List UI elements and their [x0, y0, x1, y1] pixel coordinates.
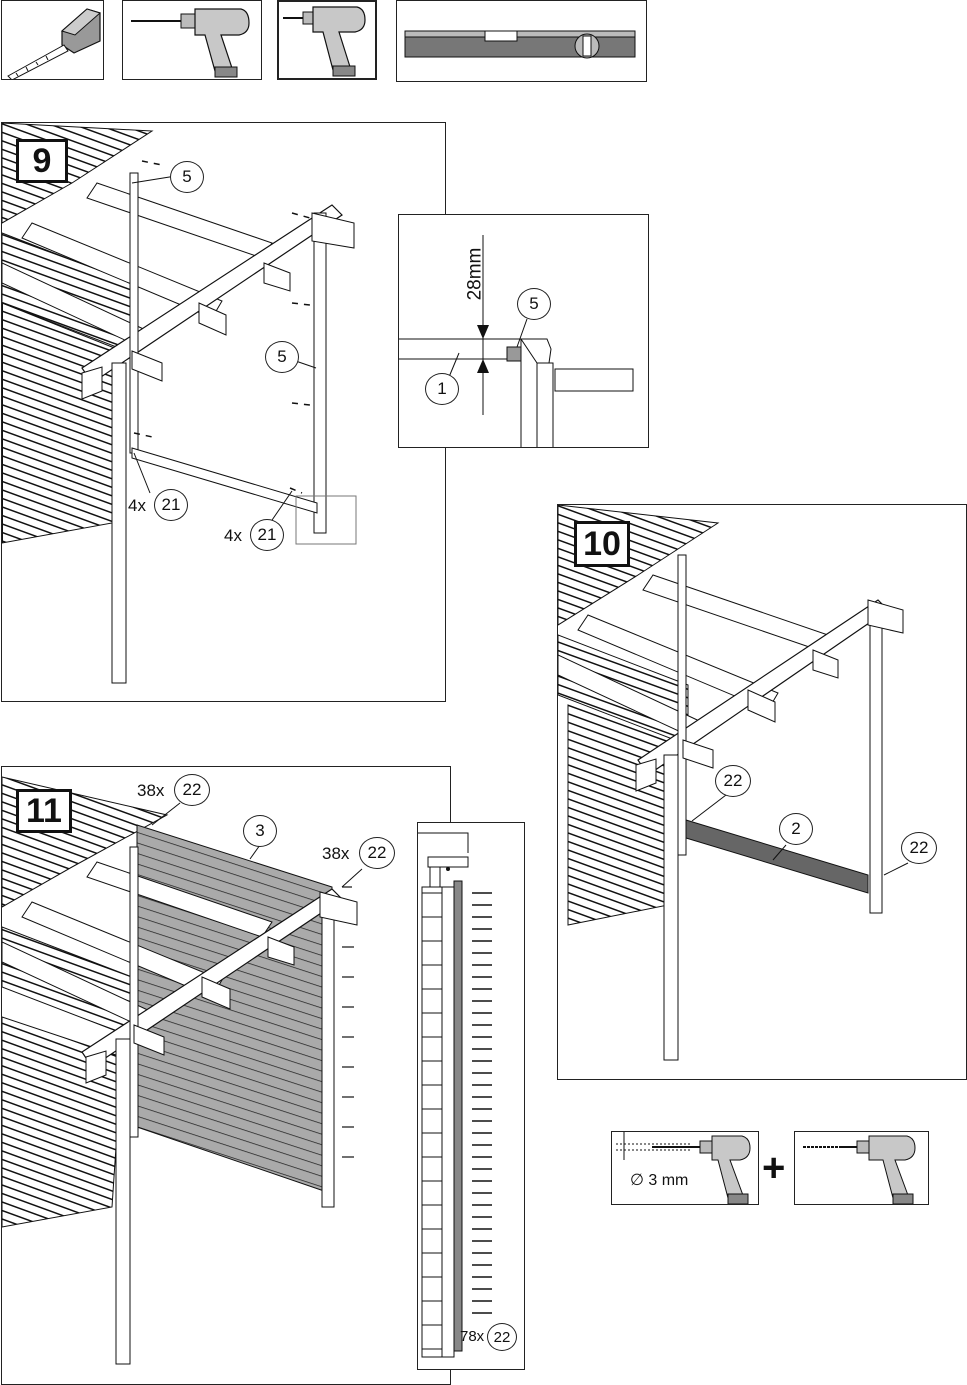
part-22-callout-left: 22 [715, 765, 751, 797]
detail-inset-drawing [399, 235, 634, 447]
pre-drill-hint: ∅ 3 mm [611, 1131, 759, 1205]
qty-label-right: 38x [322, 844, 350, 863]
tool-spirit-level [396, 0, 647, 82]
qty-label-left: 4x [128, 496, 146, 515]
part-5-callout-top: 5 [170, 161, 204, 193]
part-22-callout-right: 22 [901, 832, 937, 864]
part-1-callout-detail: 1 [425, 373, 459, 405]
detail-inset-panel: 28mm 5 1 [398, 214, 649, 448]
part-5-callout-detail: 5 [517, 288, 551, 320]
drill-diameter-label: ∅ 3 mm [630, 1172, 689, 1189]
side-part-22-callout: 22 [487, 1323, 517, 1351]
step-9-drawing [2, 123, 357, 684]
side-detail-drawing [418, 832, 492, 1358]
part-5-callout-mid: 5 [265, 341, 299, 373]
tool-tape-measure [1, 0, 104, 80]
qty-label-right: 4x [224, 526, 242, 545]
step-number-10: 10 [574, 521, 630, 567]
tape-measure-icon [7, 8, 102, 79]
part-3-callout: 3 [243, 815, 277, 847]
step-number-9: 9 [16, 139, 68, 183]
spirit-level-icon [404, 30, 636, 59]
step-10-panel: 10 22 2 22 [557, 504, 967, 1080]
part-22-callout-right: 22 [359, 837, 395, 869]
screwdriver-drill-icon [283, 6, 366, 77]
tool-screwdriver [277, 0, 377, 80]
pre-drill-icon [616, 1132, 751, 1204]
side-detail-panel: 78x 22 [417, 822, 525, 1370]
part-2-callout: 2 [779, 813, 813, 845]
step-9-panel: 9 5 5 4x 21 4x 21 [1, 122, 446, 702]
step-11-panel: 11 38x 22 3 38x 22 [1, 766, 451, 1385]
drill-icon [131, 8, 250, 78]
qty-label-top: 38x [137, 781, 165, 800]
screwdriver-icon [803, 1135, 916, 1204]
step-number-11: 11 [16, 789, 72, 833]
step-11-drawing [2, 776, 363, 1365]
part-21-callout-left: 21 [154, 489, 188, 521]
dimension-28mm: 28mm [464, 247, 486, 301]
plus-sign: + [762, 1146, 786, 1190]
part-22-callout-top: 22 [174, 774, 210, 806]
screw-hint [794, 1131, 929, 1205]
step-10-drawing [558, 505, 909, 1061]
side-qty-label: 78x [460, 1328, 485, 1345]
tool-drill [122, 0, 262, 80]
part-21-callout-right: 21 [250, 519, 284, 551]
